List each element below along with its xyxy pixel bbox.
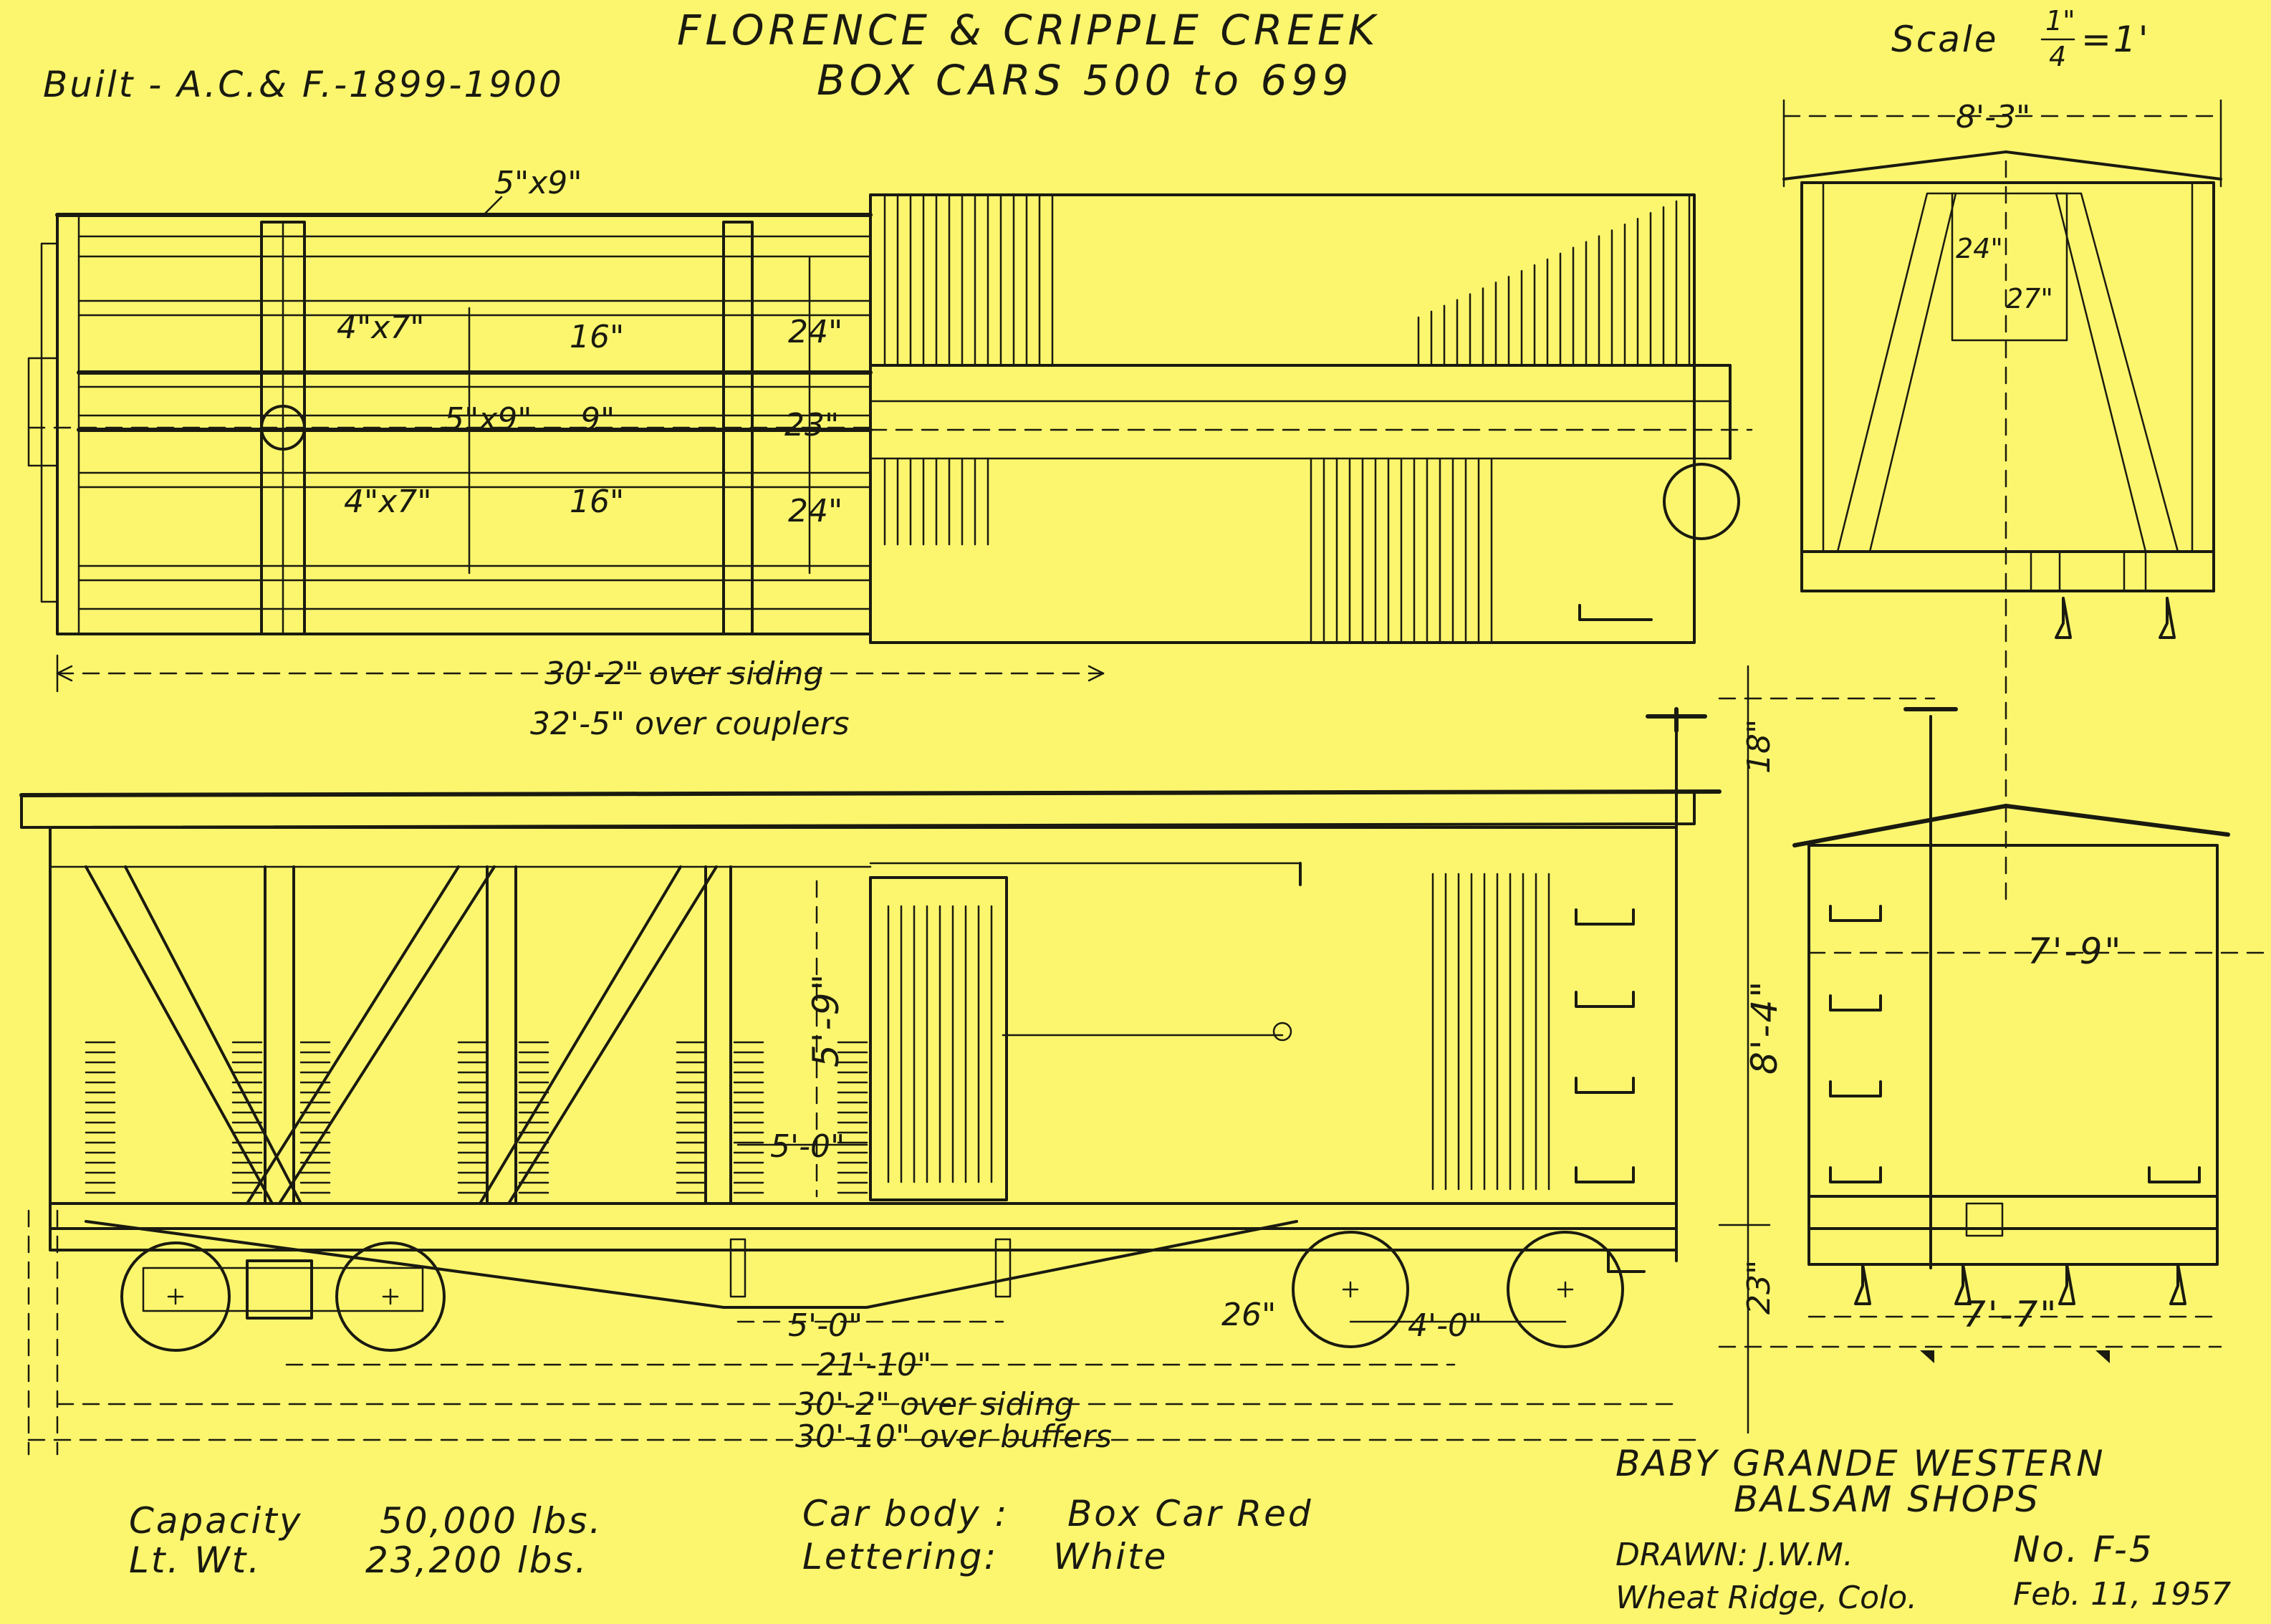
lettering-label: Lettering: [802,1536,998,1577]
light-weight-label: Lt. Wt. [129,1539,261,1581]
title-line-2: BOX CARS 500 to 699 [817,56,1353,105]
end-brace-right [2055,192,2179,553]
side-truck-left [120,1241,446,1352]
side-wheel-dia: 26" [1221,1297,1276,1333]
capacity-label: Capacity [129,1500,303,1542]
plan-length-siding: 30'-2" over siding [544,655,823,692]
side-coupler [1607,1249,1646,1273]
plan-stringers [77,235,873,610]
side-brake-wheel [1646,707,1707,733]
drawing-number: No. F-5 [2013,1529,2154,1570]
scale-label: Scale [1891,19,1999,60]
side-sill [49,1202,1678,1251]
end-roof-line [1782,150,2222,181]
plan-coupler [27,357,59,467]
plan-top-timber-label: 5"x9" [494,165,582,201]
side-door [869,876,1008,1201]
scale-denominator: 4 [2049,41,2066,72]
side-sheathing [85,873,1550,1194]
plan-roof-boards [883,193,1691,644]
end-elev-inside-width: 7'-9" [2027,931,2123,972]
end-hatch-w: 24" [1956,233,2003,264]
capacity-value: 50,000 lbs. [380,1500,602,1542]
plan-upper-space-label: 16" [570,319,624,355]
plan-upper-stringer-label: 4"x7" [337,309,425,346]
end-elev-truck-width: 7'-7" [1963,1294,2058,1335]
drawn-by: DRAWN: J.W.M. [1615,1537,1853,1573]
company-name: BABY GRANDE WESTERN [1615,1443,2106,1484]
plan-grab-iron [1578,604,1653,621]
shop-name: BALSAM SHOPS [1734,1479,2040,1520]
title-block-top: FLORENCE & CRIPPLE CREEK BOX CARS 500 to… [43,5,2150,105]
plan-lower-stringer-label: 4"x7" [344,484,432,520]
side-door-height: 5'-9" [805,972,847,1067]
end-elev-ladder [1829,905,1882,1183]
scale-numerator: 1" [2045,5,2075,37]
end-elev-sill [1807,1195,2219,1266]
side-truss-rod [85,1220,1298,1309]
end-width-label: 8'-3" [1956,99,2030,135]
title-line-1: FLORENCE & CRIPPLE CREEK [677,6,1380,54]
side-truss-spacing: 5'-0" [788,1307,863,1344]
side-wheelbase: 4'-0" [1408,1307,1482,1344]
end-elev-wheels [1854,1263,2186,1305]
built-note: Built - A.C.& F.-1899-1900 [43,64,564,105]
side-body-height: 8'-4" [1744,979,1785,1075]
end-hatch [1951,192,2068,342]
side-truck-centers: 21'-10" [817,1347,931,1383]
car-notes: Capacity 50,000 lbs. Lt. Wt. 23,200 lbs.… [129,1493,1313,1581]
plan-lower-space-label: 16" [570,484,624,520]
side-over-buffers: 30'-10" over buffers [795,1418,1112,1455]
end-brace-left [1836,192,1957,553]
end-hatch-h: 27" [2006,283,2053,314]
side-ladder [1575,908,1635,1183]
plan-center-space-label: 9" [580,401,615,438]
end-section-view: 8'-3" 24" 27" [1782,99,2222,904]
plan-right-center-label: 23" [784,407,839,443]
side-over-siding: 30'-2" over siding [795,1386,1074,1423]
plan-end-beam [40,242,59,603]
plan-view: 5"x9" 4"x7" 5"x9" 4"x7" 16" 9" 16" 24" 2… [27,165,1753,742]
plan-right-lower-label: 24" [788,493,842,529]
plan-center-sill-label: 5"x9" [444,401,532,438]
side-brake-height: 18" [1741,719,1777,774]
title-block-bottom: BABY GRANDE WESTERN BALSAM SHOPS DRAWN: … [1615,1443,2231,1616]
end-body-outline [1800,181,2215,592]
end-elev-body [1807,844,2219,1230]
side-elevation-view: 5'-9" 5'-0" 5'-0" 26" 4'-0" 21'-10" 30'-… [19,665,2222,1456]
car-body-label: Car body : [802,1493,1009,1534]
plan-right-upper-label: 24" [788,314,842,350]
drawing-date: Feb. 11, 1957 [2013,1576,2231,1613]
lettering-value: White [1053,1536,1168,1577]
end-elev-roof [1792,804,2230,847]
scale-suffix: =1' [2081,19,2150,60]
light-weight-value: 23,200 lbs. [365,1539,588,1581]
end-elevation-view: 7'-9" 7'-7" [1792,707,2271,1363]
side-door-width: 5'-0" [770,1128,845,1165]
plan-roof-outline [869,193,1696,644]
side-floor-height: 23" [1741,1260,1777,1315]
end-sill [1800,550,2215,592]
side-roof-eave [20,790,1696,829]
plan-brake-wheel [1663,463,1740,540]
plan-length-couplers: 32'-5" over couplers [530,706,850,742]
drawing-place: Wheat Ridge, Colo. [1615,1580,1917,1616]
side-roof-line [19,789,1722,797]
side-truck-right [1292,1231,1624,1348]
end-wheel-left [2055,597,2072,639]
end-wheel-right [2159,597,2176,639]
car-body-value: Box Car Red [1067,1493,1313,1534]
